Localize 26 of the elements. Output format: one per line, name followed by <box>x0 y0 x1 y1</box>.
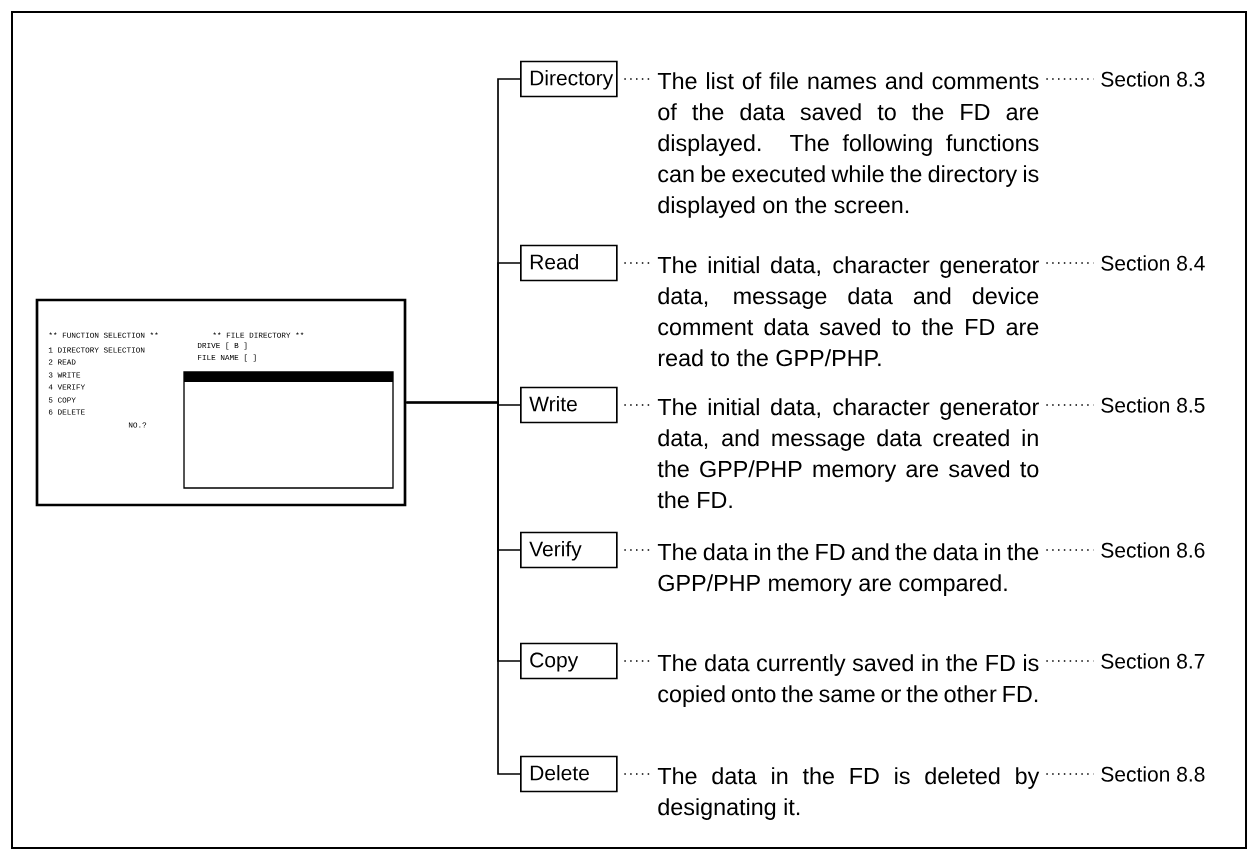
table-box <box>183 371 394 489</box>
section-reference: Section 8.4 <box>1101 255 1205 271</box>
leader-line <box>623 660 652 662</box>
section-reference: Section 8.3 <box>1101 71 1205 87</box>
section-reference: Section 8.6 <box>1101 542 1205 558</box>
function-box: Read <box>520 244 618 282</box>
function-box: Verify <box>520 531 618 569</box>
description: The list of file names and comments of the data saved to the FD are displayed. The following functions can be executed while the directory is displayed on the screen. <box>657 72 1039 218</box>
section-reference: Section 8.5 <box>1101 397 1205 413</box>
function-box: Delete <box>520 755 618 793</box>
description: The initial data, character generator data, and message data created in the GPP/PHP memory are saved to the FD. <box>657 398 1039 509</box>
leader-line <box>623 404 652 406</box>
description: The data in the FD and the data in the GPP/PHP memory are compared. <box>657 543 1039 596</box>
function-box: Directory <box>520 60 618 98</box>
leader-line <box>623 262 652 264</box>
connector-line <box>405 401 521 775</box>
section-reference: Section 8.8 <box>1101 766 1205 782</box>
leader-line <box>623 549 652 551</box>
description: The initial data, character generator data, message data and device comment data saved to the FD are read to the GPP/PHP. <box>657 256 1039 367</box>
leader-line <box>623 78 652 80</box>
leader-line <box>623 773 652 775</box>
description: The data in the FD is deleted by designating it. <box>657 767 1040 820</box>
section-reference: Section 8.7 <box>1101 653 1205 669</box>
function-box: Write <box>520 386 618 424</box>
function-box: Copy <box>520 642 618 680</box>
description: The data currently saved in the FD is copied onto the same or the other FD. <box>657 654 1039 707</box>
